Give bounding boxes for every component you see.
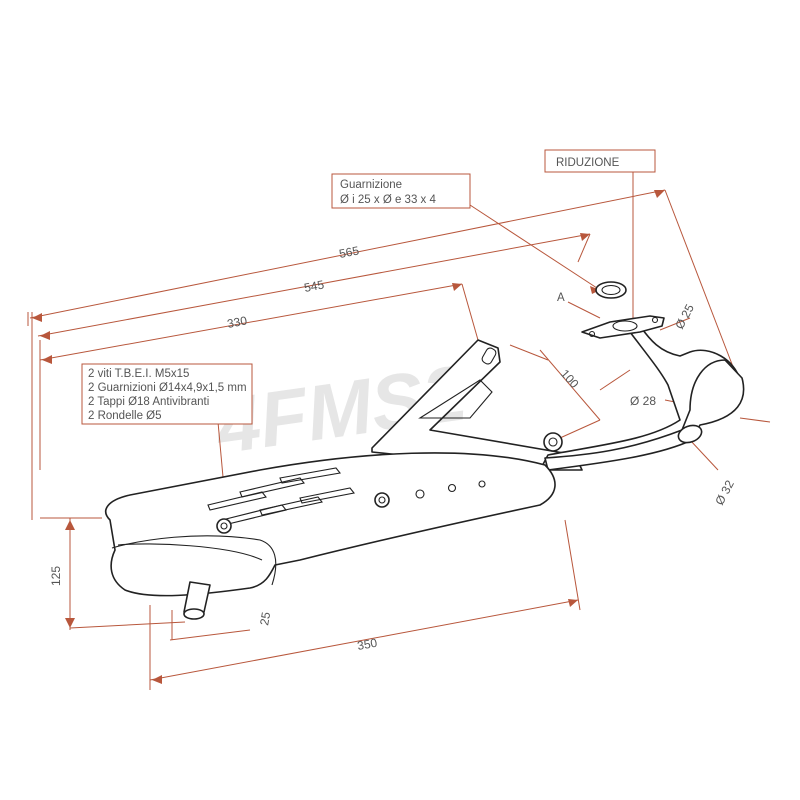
exhaust-assembly	[105, 281, 745, 620]
shield-bolt-left	[216, 518, 232, 534]
gasket-ring-inner	[601, 284, 621, 296]
arrow-125-bottom	[65, 618, 75, 628]
louver-3	[239, 477, 305, 498]
dimension-lines	[27, 170, 771, 690]
dim-100-line	[539, 349, 601, 421]
leader-dia28-c	[739, 417, 771, 423]
arrow-565-left	[32, 313, 42, 322]
arrow-guarnizione	[590, 286, 600, 294]
pipe-joint	[677, 424, 703, 444]
ext-545-right	[577, 233, 591, 263]
louver-5	[279, 467, 342, 484]
bracket-bolt	[543, 432, 563, 452]
shield-bolt-right	[374, 492, 390, 508]
arrow-330-right	[452, 283, 462, 291]
guarnizione-box	[331, 173, 471, 209]
dim-label-125: 125	[49, 566, 63, 586]
arrow-565-right	[654, 190, 665, 198]
arrow-125-top	[65, 520, 75, 530]
dim-line-330	[39, 283, 463, 361]
leader-dia32	[689, 439, 719, 471]
dim-label-25: 25	[257, 611, 273, 627]
dim-label-dia32: Ø 32	[712, 478, 737, 508]
dim-line-565	[29, 189, 666, 319]
shield-hole-2	[447, 483, 457, 493]
riduzione-text: RIDUZIONE	[556, 157, 620, 169]
arrow-545-left	[40, 331, 50, 340]
shield-hole-1	[415, 489, 425, 499]
kit-item-1: 2 viti T.B.E.I. M5x15	[88, 368, 189, 380]
kit-item-3: 2 Tappi Ø18 Antivibranti	[88, 396, 209, 408]
bracket-cutout	[418, 379, 493, 419]
flange-hole-right	[651, 316, 659, 324]
kit-list-box	[81, 363, 253, 425]
dim-100-bottom	[559, 419, 601, 439]
dim-100-top	[509, 344, 549, 361]
dim-label-dia28: Ø 28	[630, 394, 656, 408]
dim-label-545: 545	[303, 277, 326, 295]
dim-label-100: 100	[558, 367, 582, 391]
bracket-bolt-hole	[548, 437, 558, 447]
dim-25-outlet	[169, 629, 251, 641]
muffler-endcap-line	[111, 535, 277, 586]
flange-hole-left	[588, 330, 596, 338]
shield-hole-3	[478, 480, 486, 488]
louver-6	[299, 487, 355, 504]
dim-label-330: 330	[226, 313, 249, 331]
shield-bolt-left-hole	[220, 522, 228, 530]
guarnizione-line2: Ø i 25 x Ø e 33 x 4	[340, 194, 436, 206]
shield-bolt-right-hole	[378, 496, 386, 504]
dim-350-line	[149, 599, 579, 681]
bracket-slot	[481, 347, 497, 365]
dim-line-545	[37, 233, 591, 337]
gasket-ring	[595, 281, 627, 299]
view-a-label: A	[557, 292, 565, 304]
flange-port	[612, 320, 638, 332]
dim-label-dia25: Ø 25	[672, 302, 697, 332]
guarnizione-line1: Guarnizione	[340, 179, 402, 191]
dim-350-right-ext	[564, 519, 581, 611]
arrow-350-left	[152, 675, 162, 684]
riduzione-box	[544, 149, 656, 173]
ext-330-right	[461, 283, 479, 341]
arrow-350-right	[568, 599, 578, 607]
dim-label-350: 350	[356, 636, 378, 653]
exhaust-flange	[581, 315, 665, 339]
dim-125-bottom-ext	[69, 621, 186, 629]
leader-dia25	[659, 317, 691, 331]
header-pipe-lower	[544, 359, 745, 471]
dim-label-565: 565	[338, 243, 361, 261]
heat-shield-louvers	[207, 467, 355, 526]
leader-guarnizione	[469, 204, 601, 291]
tail-pipe-outlet	[183, 608, 205, 620]
kit-item-2: 2 Guarnizioni Ø14x4,9x1,5 mm	[88, 382, 247, 394]
leader-view-a	[567, 301, 601, 319]
muffler-body	[105, 452, 556, 597]
leader-dia28-a	[599, 369, 631, 391]
louver-4	[259, 496, 323, 516]
kit-item-4: 2 Rondelle Ø5	[88, 410, 162, 422]
arrow-545-right	[580, 233, 590, 241]
arrow-330-left	[42, 355, 52, 364]
ext-565-right	[664, 189, 736, 373]
muffler-endcap-inner	[117, 543, 263, 561]
